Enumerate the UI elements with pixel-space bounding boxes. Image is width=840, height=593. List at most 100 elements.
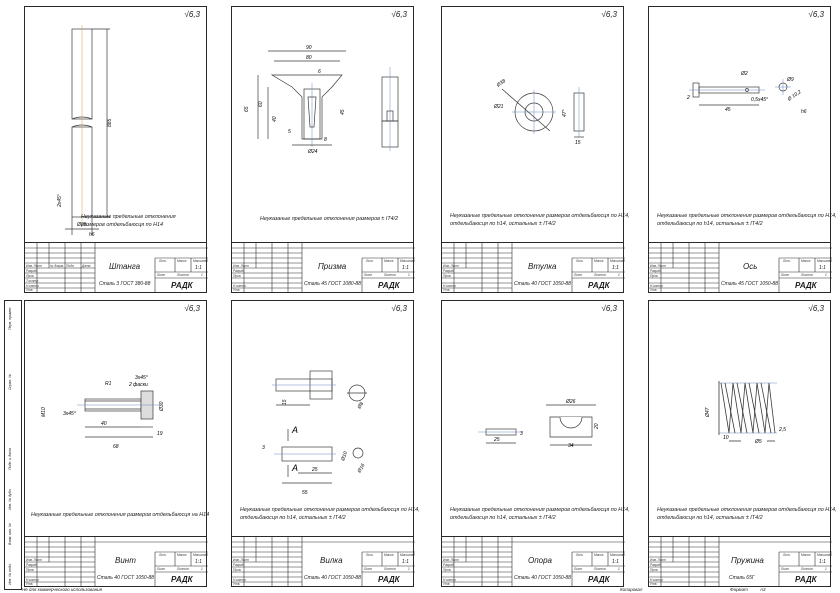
part-name: Ось <box>743 262 758 271</box>
tb-sheets: Листов <box>177 273 189 277</box>
tb-sheets-num: 1 <box>201 273 203 277</box>
side-label-2: Справ. № <box>8 374 12 390</box>
sheet-vtulka: √6,3 Ø38 Ø21 47° 15 Неуказаные предельны… <box>441 6 630 293</box>
svg-text:25: 25 <box>493 437 500 443</box>
tb-tkontr: Т.контр. <box>26 279 39 283</box>
svg-text:8: 8 <box>324 137 327 143</box>
dim-length: 885 <box>107 118 113 127</box>
svg-text:Ø8: Ø8 <box>356 401 365 411</box>
svg-text:10: 10 <box>723 435 729 441</box>
dim-chamfer: 2х45° <box>57 194 63 208</box>
svg-text:19: 19 <box>157 431 163 437</box>
svg-text:Ø38: Ø38 <box>495 78 507 89</box>
sheet-prizma: √6,3 90 80 6 65 60 40 45 5 Ø24 8 Неуказа… <box>231 6 415 293</box>
title-block: Изм. Лист Разраб. Пров. Н.контр. Утв. Ли… <box>25 536 208 586</box>
svg-text:20: 20 <box>594 423 600 430</box>
part-name: Опора <box>528 556 552 565</box>
binding-strip <box>4 300 22 590</box>
tolerance-note: Неуказаные предельные отклонения размеро… <box>31 512 210 518</box>
part-material: Сталь 40 ГОСТ 1050-88 <box>514 575 571 581</box>
side-label-4: Инв. № дубл. <box>8 488 12 510</box>
svg-text:Ø16: Ø16 <box>356 463 367 475</box>
svg-text:55: 55 <box>302 490 308 496</box>
svg-text:45: 45 <box>725 107 731 113</box>
svg-text:68: 68 <box>113 444 119 450</box>
footer-left: Не для коммерческого использования <box>22 587 103 592</box>
tb-sheet: Лист <box>157 273 166 277</box>
roughness-mark: √6,3 <box>184 10 200 19</box>
opora-drawing: Ø26 25 3 34 20 <box>478 399 600 449</box>
org-name: РАДК <box>378 281 400 290</box>
svg-text:Ø24: Ø24 <box>307 149 318 155</box>
part-material: Сталь 3 ГОСТ 380-88 <box>99 281 151 287</box>
part-name: Пружина <box>731 556 764 565</box>
part-name: Вилка <box>320 556 343 565</box>
tolerance-note: Неуказаные предельные отклонения размеро… <box>657 507 837 521</box>
side-label-7: Инв. № подл. <box>8 563 12 585</box>
svg-text:65: 65 <box>244 106 250 112</box>
org-name: РАДК <box>588 281 610 290</box>
footer-copied: Копировал <box>620 587 643 592</box>
svg-text:Ø47: Ø47 <box>705 407 711 418</box>
vtulka-drawing: Ø38 Ø21 47° 15 <box>493 78 585 146</box>
svg-text:90: 90 <box>306 45 312 51</box>
tolerance-note: Неуказаные предельные отклонения размеро… <box>260 216 399 222</box>
dim-fit: h6 <box>89 232 95 238</box>
svg-text:3х45°: 3х45° <box>63 411 76 417</box>
footer-format-val: А3 <box>760 587 766 592</box>
sheet-vint: √6,3 3х45° 2 фаски R1 M10 3х45° Ø30 40 1… <box>24 300 210 587</box>
vilka-drawing: Ø8 15 A A 3 25 55 Ø10 Ø16 <box>262 370 367 496</box>
part-name: Втулка <box>528 262 557 271</box>
tb-razrab: Разраб. <box>26 269 38 273</box>
svg-text:0,5х45°: 0,5х45° <box>751 97 768 103</box>
title-block: Изм. Лист Разраб. Пров. Н.контр. Утв. Ли… <box>649 242 832 292</box>
tolerance-note: Неуказаные предельные отклонения размеро… <box>240 507 420 521</box>
title-block: Изм. Лист Разраб. Пров. Н.контр. Утв. Ли… <box>442 242 625 292</box>
tb-date: Дата <box>82 264 91 268</box>
svg-text:Ø 10,2: Ø 10,2 <box>786 89 803 103</box>
roughness-mark: √6,3 <box>601 10 617 19</box>
part-material: Сталь 40 ГОСТ 1050-88 <box>304 575 361 581</box>
part-name: Винт <box>115 556 136 565</box>
svg-text:Ø5: Ø5 <box>754 439 762 445</box>
part-name: Призма <box>318 262 347 271</box>
org-name: РАДК <box>588 575 610 584</box>
svg-text:Ø10: Ø10 <box>340 451 349 463</box>
part-material: Сталь 45 ГОСТ 1080-88 <box>304 281 361 287</box>
part-material: Сталь 40 ГОСТ 1050-88 <box>514 281 571 287</box>
tb-lit: Лит. <box>159 259 167 263</box>
svg-text:2 фаски: 2 фаски <box>128 382 148 388</box>
svg-text:2,5: 2,5 <box>778 427 786 433</box>
tolerance-note: Неуказаные предельные отклонения размеро… <box>81 214 176 228</box>
side-label-3: Подп. и дата <box>8 448 12 470</box>
pruzhina-drawing: Ø47 10 Ø5 2,5 <box>705 381 786 445</box>
roughness-mark: √6,3 <box>184 304 200 313</box>
svg-text:Ø30: Ø30 <box>159 401 165 412</box>
tb-sign: Подп. <box>66 264 75 268</box>
svg-text:15: 15 <box>282 399 288 405</box>
tolerance-note: Неуказаные предельные отклонения размеро… <box>657 213 837 227</box>
title-block: Изм. Лист Разраб. Пров. Н.контр. Утв. Ли… <box>232 536 415 586</box>
svg-text:h6: h6 <box>801 109 807 115</box>
svg-text:80: 80 <box>306 55 312 61</box>
org-name: РАДК <box>171 575 193 584</box>
side-label-1: Перв. примен. <box>8 306 12 330</box>
svg-text:2: 2 <box>686 95 690 101</box>
tb-doc: № докум. <box>50 264 65 268</box>
svg-text:34: 34 <box>568 443 574 449</box>
svg-text:Ø2: Ø2 <box>740 71 748 77</box>
svg-text:40: 40 <box>272 116 278 122</box>
title-block-grid <box>25 243 208 292</box>
tb-scale-val: 1:1 <box>195 265 202 271</box>
org-name: РАДК <box>795 575 817 584</box>
tb-nkontr: Н.контр. <box>26 284 40 288</box>
tb-mass: Масса <box>177 259 187 263</box>
roughness-mark: √6,3 <box>808 304 824 313</box>
svg-text:45: 45 <box>340 109 346 115</box>
sheet-pruzhina: √6,3 Ø47 10 Ø5 2,5 Неуказаные предельные… <box>648 300 837 587</box>
title-block: Изм. Лист Разраб. Пров. Н.контр. Утв. Ли… <box>232 242 415 292</box>
org-name: РАДК <box>795 281 817 290</box>
tb-utv: Утв. <box>26 288 34 292</box>
sheet-os: √6,3 Ø2 Ø9 2 0,5х45° 45 Ø 10,2 h6 Неуказ… <box>648 6 837 293</box>
